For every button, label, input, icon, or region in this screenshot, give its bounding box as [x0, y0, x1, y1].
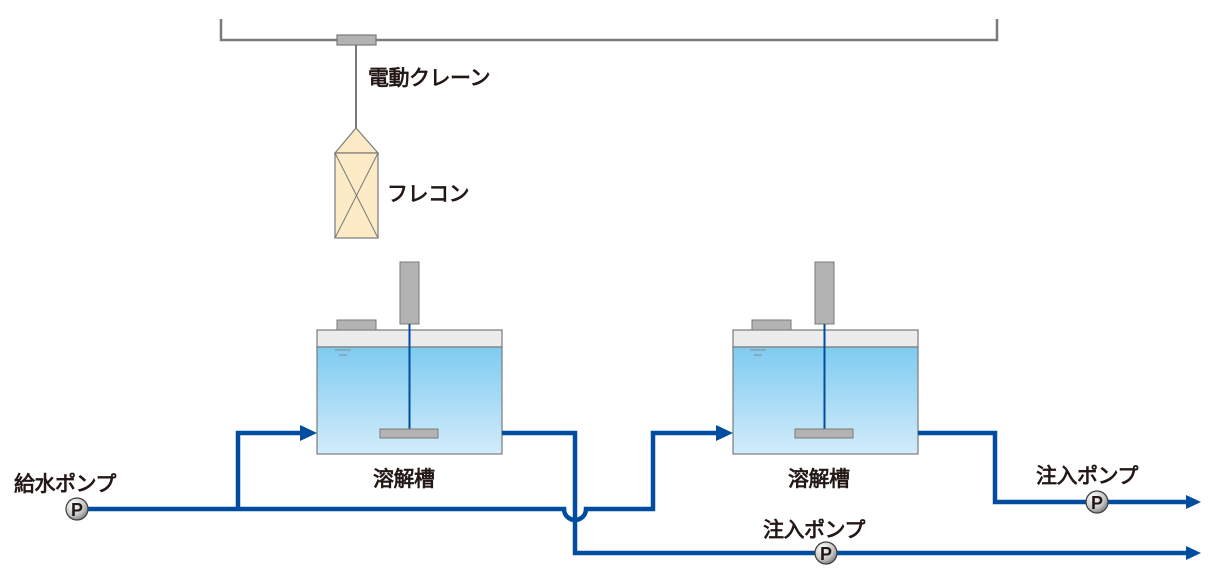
- pipe-feed-main: [88, 430, 718, 523]
- arrow-outlet-1: [1186, 495, 1201, 509]
- crane-rail: [219, 19, 999, 42]
- hopper: [751, 319, 792, 331]
- agitator-motor: [814, 261, 835, 325]
- pump-symbol: P: [820, 544, 832, 564]
- dissolving-tank-2: [732, 261, 919, 455]
- pump-symbol: P: [1091, 493, 1103, 513]
- label-tank-1: 溶解槽: [373, 467, 435, 491]
- arrow-into-tank-1: [300, 425, 317, 441]
- pipe-tank1-outlet: [502, 430, 1188, 556]
- dissolving-tank-1: [316, 261, 503, 455]
- injection-pump-2-icon: P: [814, 541, 838, 565]
- hopper: [336, 319, 377, 331]
- label-injection-pump-2: 注入ポンプ: [763, 518, 865, 542]
- label-crane: 電動クレーン: [368, 66, 490, 90]
- label-tank-2: 溶解槽: [788, 467, 850, 491]
- label-injection-pump-1: 注入ポンプ: [1036, 464, 1138, 488]
- feed-pump-icon: P: [65, 497, 89, 521]
- pump-symbol: P: [71, 500, 83, 520]
- crane-trolley: [336, 34, 377, 46]
- arrow-into-tank-2: [716, 425, 733, 441]
- agitator-impeller: [379, 428, 439, 439]
- label-feed-pump: 給水ポンプ: [14, 472, 116, 496]
- agitator-motor: [399, 261, 420, 325]
- label-bag: フレコン: [387, 182, 470, 206]
- injection-pump-1-icon: P: [1085, 490, 1109, 514]
- pipe-feed-branch-tank1: [235, 430, 302, 509]
- arrow-outlet-2: [1186, 546, 1201, 560]
- agitator-impeller: [794, 428, 854, 439]
- flexible-container-bag-icon: [333, 127, 380, 239]
